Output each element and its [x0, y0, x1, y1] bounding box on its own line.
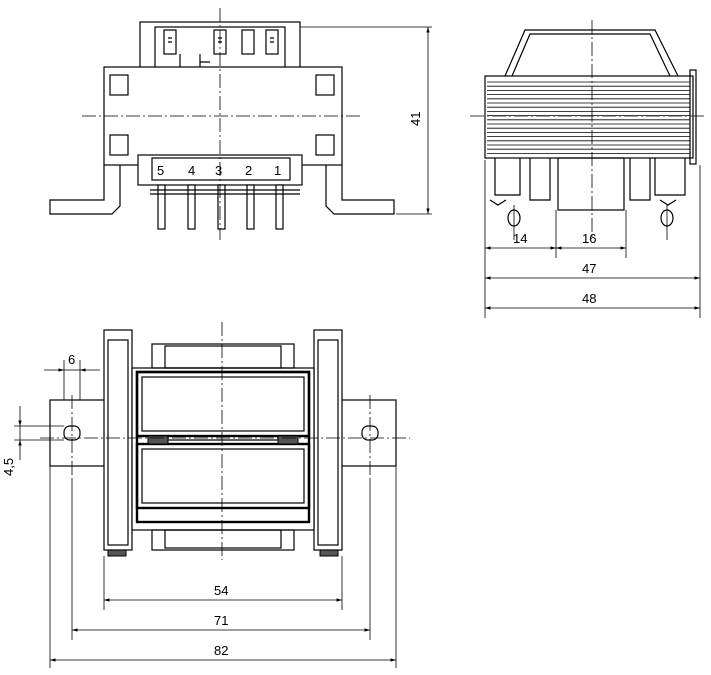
lamination-lines: [487, 81, 690, 154]
dim-height-41: 41: [408, 112, 423, 126]
pins: [150, 184, 300, 230]
front-view: 5 4 3 2 1 41: [49, 8, 432, 240]
pin-label-4: 4: [188, 163, 195, 178]
dim-4-5: 4,5: [1, 458, 16, 476]
dim-47: 47: [582, 261, 596, 276]
pin-label-1: 1: [274, 163, 281, 178]
dim-82: 82: [214, 643, 228, 658]
pin-label-5: 5: [157, 163, 164, 178]
pin-label-2: 2: [245, 163, 252, 178]
top-view: 6 4,5 54 71 82: [1, 322, 410, 668]
dim-6: 6: [68, 352, 75, 367]
dim-14: 14: [513, 231, 527, 246]
dim-54: 54: [214, 583, 228, 598]
dim-48: 48: [582, 291, 596, 306]
dim-71: 71: [214, 613, 228, 628]
pin-label-3: 3: [215, 163, 222, 178]
side-view: 14 16 47 48: [470, 20, 705, 318]
dim-16: 16: [582, 231, 596, 246]
